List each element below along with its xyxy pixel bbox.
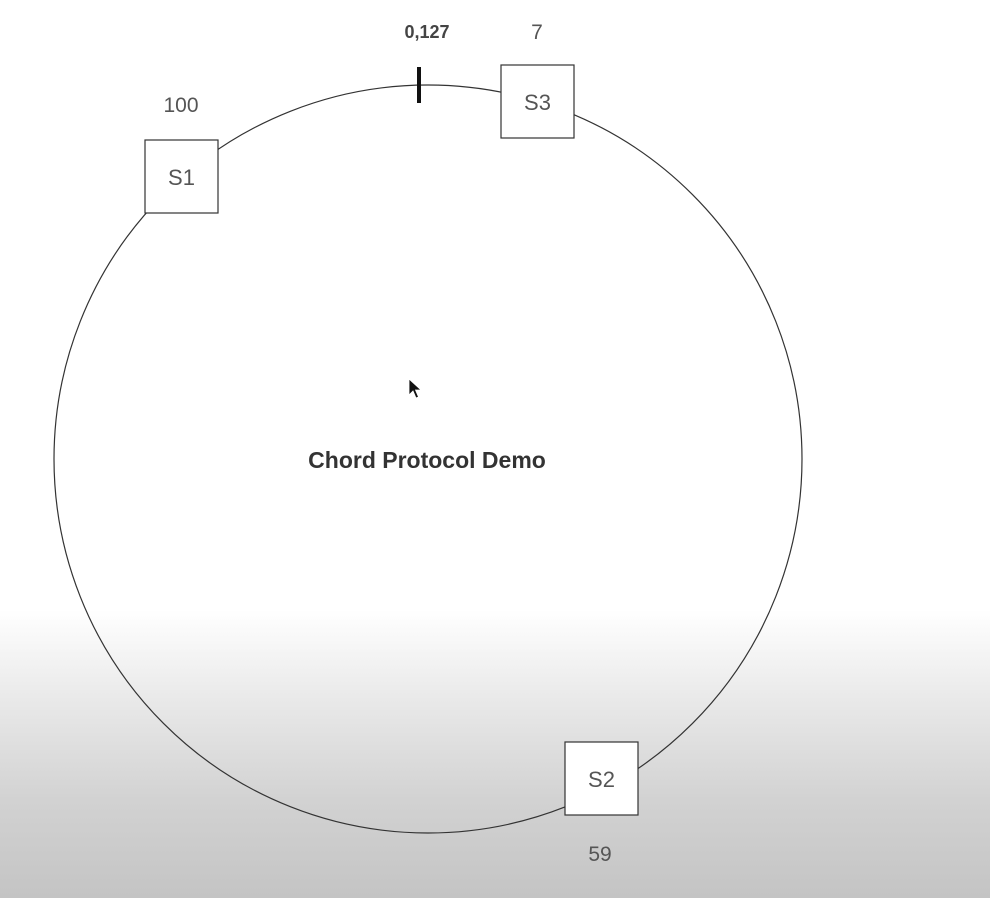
diagram-title: Chord Protocol Demo	[308, 447, 546, 473]
node-s3[interactable]: S3 7	[500, 21, 575, 139]
node-s1-box[interactable]	[144, 139, 219, 214]
node-s2-id: 59	[588, 843, 611, 866]
node-s3-box[interactable]	[500, 64, 575, 139]
mouse-cursor-icon	[408, 378, 423, 399]
node-s1[interactable]: S1 100	[144, 94, 219, 214]
node-s3-id: 7	[531, 21, 543, 44]
hash-ring	[53, 84, 803, 834]
ring-start-label: 0,127	[404, 22, 449, 42]
node-s2[interactable]: S2 59	[564, 741, 639, 866]
node-s2-box[interactable]	[564, 741, 639, 816]
node-s1-label: S1	[168, 165, 195, 190]
node-s3-label: S3	[524, 90, 551, 115]
node-s2-label: S2	[588, 767, 615, 792]
node-s1-id: 100	[163, 94, 198, 117]
